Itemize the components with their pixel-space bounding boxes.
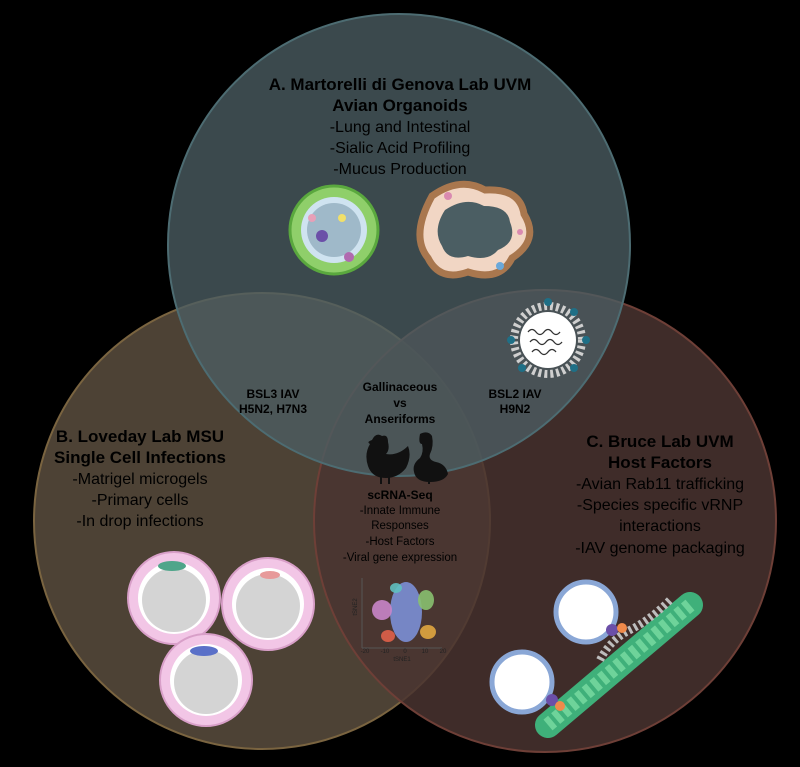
center-line2: vs	[393, 396, 407, 410]
tsne-xtick-4: 10	[421, 649, 429, 655]
center-line1: Gallinaceous	[362, 380, 438, 394]
tsne-xtick-3: 0	[403, 649, 407, 655]
circle-a-title-line1: A. Martorelli di Genova Lab UVM	[268, 75, 532, 94]
tsne-ylabel: tSNE2	[353, 598, 359, 616]
microgel-droplet-1	[127, 551, 221, 645]
circle-b-title-line1: B. Loveday Lab MSU	[55, 427, 225, 446]
circle-c-item-3: interactions	[619, 518, 701, 535]
tsne-xtick-1: -20	[360, 649, 370, 655]
circle-a-item-1: -Lung and Intestinal	[329, 119, 471, 136]
overlap-bc-item-4: -Viral gene expression	[342, 552, 458, 564]
circle-c-item-2: -Species specific vRNP	[576, 497, 744, 514]
circle-c-item-1: -Avian Rab11 trafficking	[575, 476, 745, 493]
tsne-xtick-5: 20	[439, 649, 447, 655]
overlap-bc-item-3: -Host Factors	[365, 536, 435, 548]
circle-b-title-line2: Single Cell Infections	[54, 448, 226, 467]
circle-b-item-2: -Primary cells	[91, 492, 189, 509]
influenza-virion-icon	[507, 298, 590, 378]
circle-c-title-line2: Host Factors	[608, 453, 712, 472]
microgel-droplet-2	[221, 557, 315, 651]
circle-c-item-4: -IAV genome packaging	[575, 540, 745, 557]
circle-c-title-line1: C. Bruce Lab UVM	[586, 432, 734, 451]
overlap-ab-line2: H5N2, H7N3	[238, 402, 308, 416]
tsne-xtick-2: -10	[380, 649, 390, 655]
circle-a-item-2: -Sialic Acid Profiling	[329, 140, 471, 157]
rab11-endosome-microtubule-icon	[489, 579, 703, 738]
circle-b-item-1: -Matrigel microgels	[72, 471, 208, 488]
overlap-ac-line2: H9N2	[499, 402, 531, 416]
circle-b-item-3: -In drop infections	[76, 513, 204, 530]
circle-a-lab	[167, 13, 631, 477]
overlap-ac-line1: BSL2 IAV	[488, 387, 542, 401]
overlap-ab-line1: BSL3 IAV	[246, 387, 300, 401]
microgel-droplet-3	[159, 633, 253, 727]
circle-a-item-3: -Mucus Production	[333, 161, 467, 178]
chicken-icon	[366, 434, 410, 484]
intestinal-organoid-icon	[416, 180, 534, 279]
tsne-xlabel: tSNE1	[393, 657, 411, 663]
circle-a-title-line2: Avian Organoids	[332, 96, 468, 115]
goose-icon	[413, 432, 448, 484]
overlap-bc-title: scRNA-Seq	[367, 488, 433, 502]
tsne-plot	[361, 578, 442, 649]
center-line3: Anseriforms	[364, 412, 436, 426]
overlap-bc-item-1: -Innate Immune	[359, 505, 441, 517]
overlap-bc-item-2: Responses	[371, 520, 429, 532]
lung-organoid-icon	[288, 184, 380, 276]
